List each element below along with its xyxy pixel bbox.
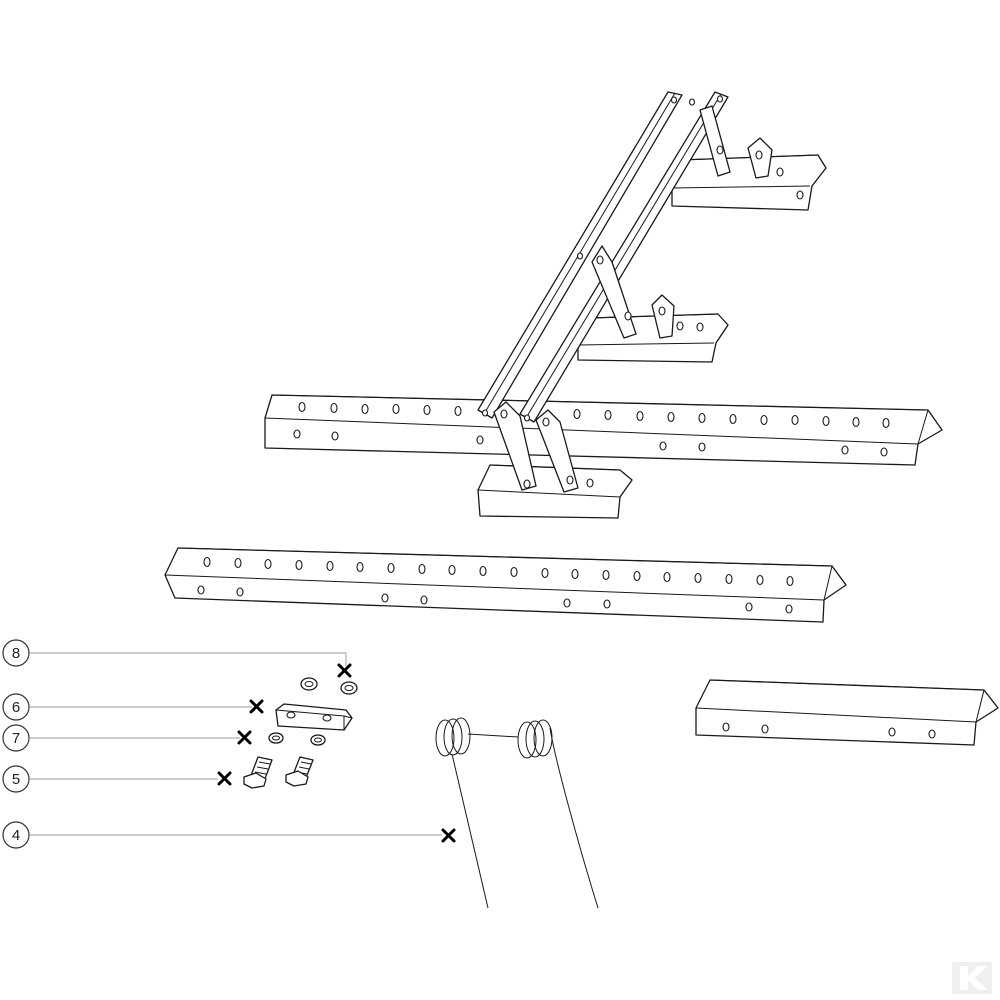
callout-4: 4 [2,821,30,849]
marker-5-icon [217,771,232,786]
callout-7: 7 [2,724,30,752]
callout-number: 7 [12,730,20,747]
brand-logo-icon [952,962,992,994]
callout-number: 4 [12,827,20,844]
x-markers [217,663,456,843]
long-rail-upper [264,394,943,466]
marker-7-icon [237,730,252,745]
callout-leaders [30,652,442,836]
callout-8: 8 [2,639,30,667]
callout-number: 5 [12,771,20,788]
washers [268,677,358,746]
bottom-bracket [477,464,633,519]
long-rail-lower [164,547,847,623]
marker-6-icon [249,699,264,714]
diagonal-bar-left [477,91,683,419]
spring-tine [435,717,599,909]
bolt-right [285,756,314,787]
callout-5: 5 [2,765,30,793]
callout-number: 8 [12,645,20,662]
marker-4-icon [441,828,456,843]
connector-plate [275,703,353,731]
callout-6: 6 [2,693,30,721]
bolt-left [243,756,273,789]
middle-bracket [577,313,729,363]
short-rail [695,679,999,746]
rail-holes [293,401,890,457]
bolts [243,756,314,789]
marker-8-icon [337,663,352,678]
upper-frame-assembly [264,91,943,519]
rail-holes [197,556,794,614]
mounting-lugs [493,105,773,493]
diagonal-bar-right [519,91,729,423]
callout-number: 6 [12,699,20,716]
top-bracket [671,154,827,211]
